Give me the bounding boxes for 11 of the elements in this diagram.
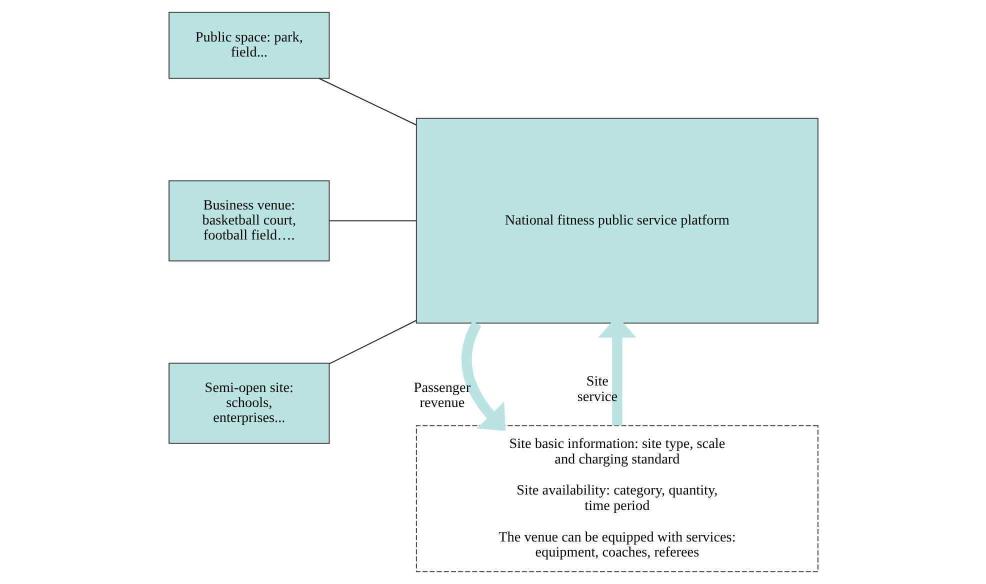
arrow [461,321,506,431]
connector [318,78,416,126]
node-box: Site basic information: site type, scale and charging standard Site availability: category, quantity, time period The venue can be equipped with services: equipment, coaches, referees [415,425,818,572]
node-box: Semi-open site: schools, enterprises... [168,362,330,444]
node-box: National fitness public service platform [415,118,818,324]
connector [328,320,416,364]
connector [329,220,416,222]
node-box: Public space: park, field... [168,12,330,79]
edge-label: Passenger revenue [413,380,470,412]
node-box: Business venue: basketball court, football field…. [168,180,330,262]
edge-label: Site service [576,374,618,405]
